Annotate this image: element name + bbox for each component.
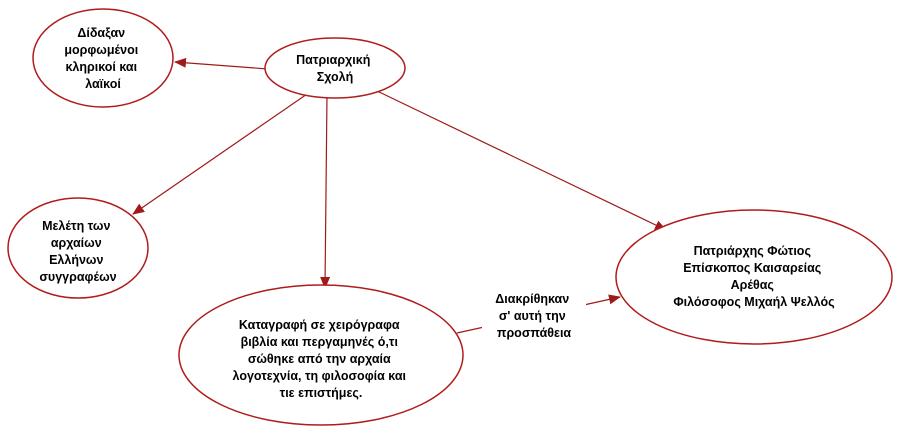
node-scholars[interactable]: Πατριάρχης Φώτιος Επίσκοπος Καισαρείας Α… (615, 209, 893, 345)
node-line: Καταγραφή σε χειρόγραφα (239, 318, 400, 332)
node-taught[interactable]: Δίδαξαν μορφωμένοι κληρικοί και λαϊκοί (32, 8, 174, 108)
edge-school-to-copying (320, 93, 331, 289)
node-study-ancient-authors[interactable]: Μελέτη των αρχαίων Ελλήνων συγγραφέων (7, 197, 149, 299)
node-line: Αρέθας (731, 278, 774, 292)
node-line: Δίδαξαν (77, 26, 125, 40)
node-copying-manuscripts[interactable]: Καταγραφή σε χειρόγραφα βιβλία και περγα… (178, 284, 464, 426)
edge-label-line: σ' αυτή την (499, 309, 566, 323)
node-line: Φιλόσοφος Μιχαήλ Ψελλός (673, 295, 834, 309)
node-line: Σχολή (317, 70, 353, 84)
node-line: σώθηκε από την αρχαία (248, 352, 391, 366)
node-line: Μελέτη των (42, 219, 110, 233)
node-shape (178, 284, 464, 426)
node-line: Ελλήνων (49, 253, 103, 267)
node-line: τιε επιστήμες. (280, 386, 363, 400)
node-line: λογοτεχνία, τη φιλοσοφία και (233, 369, 407, 383)
edge-school-to-study (132, 91, 311, 215)
node-line: Πατριάρχης Φώτιος (694, 244, 811, 258)
svg-text:Μελέτη των αρχαίων: Μελέτη των αρχαίων Ελλήνων συγγραφέων (39, 219, 116, 284)
node-line: Επίσκοπος Καισαρείας (683, 261, 821, 275)
svg-text:Πατριαρχική Σχολή: Πατριαρχική Σχολή (296, 53, 374, 84)
edge-label-copying-to-scholars: Διακρίθηκαν σ' αυτή την προσπάθεια (482, 290, 586, 346)
node-line: αρχαίων (51, 236, 102, 250)
node-line: συγγραφέων (39, 270, 116, 284)
svg-text:Καταγραφή σε χειρόγραφα: Καταγραφή σε χειρόγραφα βιβλία και περγα… (233, 318, 410, 400)
node-shape (264, 37, 406, 99)
node-line: βιβλία και περγαμηνές ό,τι (241, 335, 399, 349)
edge-label-line: προσπάθεια (497, 326, 572, 340)
edge-school-to-scholars (374, 89, 667, 231)
node-shape (32, 8, 174, 108)
edge-label-line: Διακρίθηκαν (495, 292, 569, 306)
node-shape (615, 209, 893, 345)
edges (132, 57, 667, 334)
node-line: Πατριαρχική (296, 53, 370, 67)
svg-text:Διακρίθηκαν σ' αυτή την: Διακρίθηκαν σ' αυτή την προσπάθεια (495, 292, 572, 340)
edge-school-to-taught (174, 57, 269, 70)
node-patriarchal-school[interactable]: Πατριαρχική Σχολή (264, 37, 406, 99)
node-line: λαϊκοί (85, 77, 121, 91)
node-line: μορφωμένοι (64, 43, 138, 57)
svg-text:Δίδαξαν μορφωμένοι: Δίδαξαν μορφωμένοι κληρικοί και λαϊκοί (64, 26, 141, 91)
edge-label-background (482, 290, 586, 346)
node-shape (7, 197, 149, 299)
svg-text:Πατριάρχης Φώτιος Επίσκο: Πατριάρχης Φώτιος Επίσκοπος Καισαρείας Α… (673, 244, 834, 309)
node-line: κληρικοί και (65, 60, 137, 74)
